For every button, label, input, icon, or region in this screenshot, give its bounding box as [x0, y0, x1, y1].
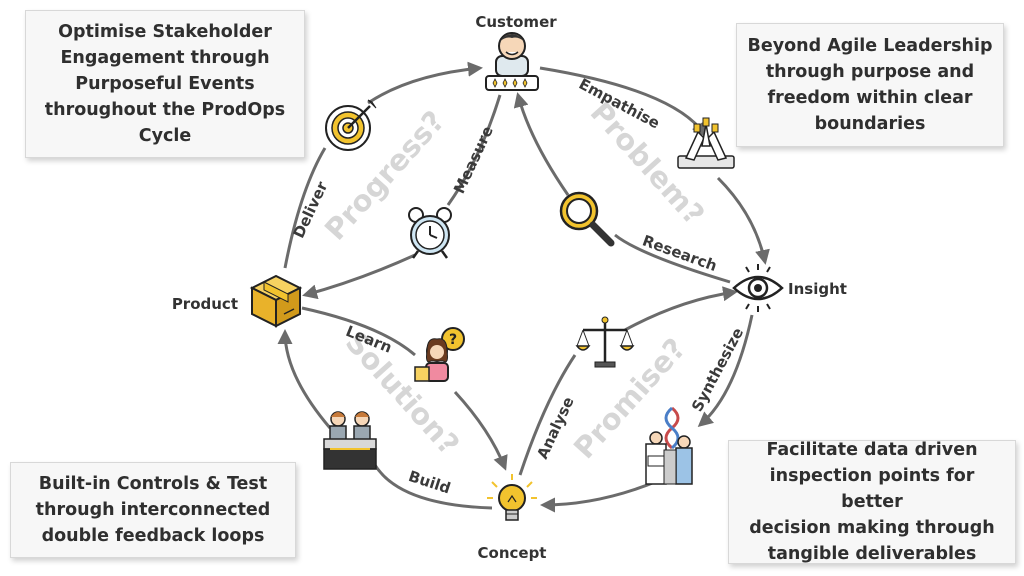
node-label-product: Product — [172, 295, 238, 313]
card-bottom-right: Facilitate data driven inspection points… — [728, 440, 1016, 564]
card-line: freedom within clear — [767, 88, 973, 108]
arrow-to-insight-inner — [624, 286, 738, 332]
card-line: Beyond Agile Leadership — [747, 36, 993, 56]
arrow-synthesize — [697, 314, 754, 427]
card-line: tangible deliverables — [767, 544, 977, 564]
card-line: Facilitate data driven — [766, 440, 978, 460]
arrow-to-customer — [367, 61, 483, 105]
scientists-dna-icon — [645, 406, 693, 485]
edge-label-analyse: Analyse — [533, 394, 577, 462]
teacher-question-icon: ? — [414, 327, 465, 382]
node-label-customer: Customer — [475, 13, 557, 31]
arrow-to-product-inner — [302, 253, 416, 300]
card-line: through interconnected — [35, 500, 271, 520]
scales-icon — [575, 316, 635, 368]
svg-text:?: ? — [449, 332, 457, 348]
alarm-clock-icon — [408, 207, 452, 259]
arrow-to-insight — [716, 176, 770, 265]
inner-cycle — [301, 92, 738, 476]
edge-label-measure: Measure — [450, 123, 497, 196]
card-line: double feedback loops — [41, 526, 265, 546]
card-top-left: Optimise Stakeholder Engagement through … — [25, 10, 305, 158]
arrow-research — [614, 233, 731, 284]
edge-label-research: Research — [640, 232, 719, 276]
arrow-to-concept — [540, 478, 661, 513]
arrow-to-concept-inner — [453, 390, 508, 471]
arrow-to-product — [277, 329, 332, 429]
outer-cycle — [277, 61, 770, 513]
arrow-to-customer-inner — [513, 92, 570, 196]
card-line: boundaries — [814, 114, 926, 134]
card-top-right: Beyond Agile Leadership through purpose … — [736, 23, 1004, 147]
card-line: Cycle — [138, 126, 192, 146]
arrow-learn — [301, 306, 416, 357]
card-line: Optimise Stakeholder — [58, 22, 272, 42]
card-line: decision making through — [749, 518, 995, 538]
card-line: Purposeful Events — [75, 74, 255, 94]
magnifier-icon — [559, 191, 615, 247]
engineers-control-desk-icon — [323, 411, 377, 470]
card-line: Engagement through — [60, 48, 270, 68]
card-line: inspection points for better — [769, 466, 975, 512]
node-label-insight: Insight — [788, 280, 847, 298]
card-bottom-left: Built-in Controls & Test through interco… — [10, 462, 296, 558]
lightbulb-icon — [487, 474, 537, 521]
eye-icon — [732, 264, 784, 312]
node-label-concept: Concept — [478, 544, 547, 562]
customer-icon — [485, 32, 539, 91]
arrow-build — [373, 464, 493, 510]
box-icon — [249, 274, 303, 328]
arrow-deliver — [283, 147, 327, 269]
arrow-measure — [446, 94, 502, 206]
edge-label-synthesize: Synthesize — [688, 325, 747, 415]
card-line: Built-in Controls & Test — [38, 474, 268, 494]
arrow-analyse — [518, 354, 577, 476]
target-icon — [325, 99, 377, 151]
card-line: throughout the ProdOps — [44, 100, 286, 120]
card-line: through purpose and — [765, 62, 975, 82]
hands-together-icon — [677, 117, 735, 169]
